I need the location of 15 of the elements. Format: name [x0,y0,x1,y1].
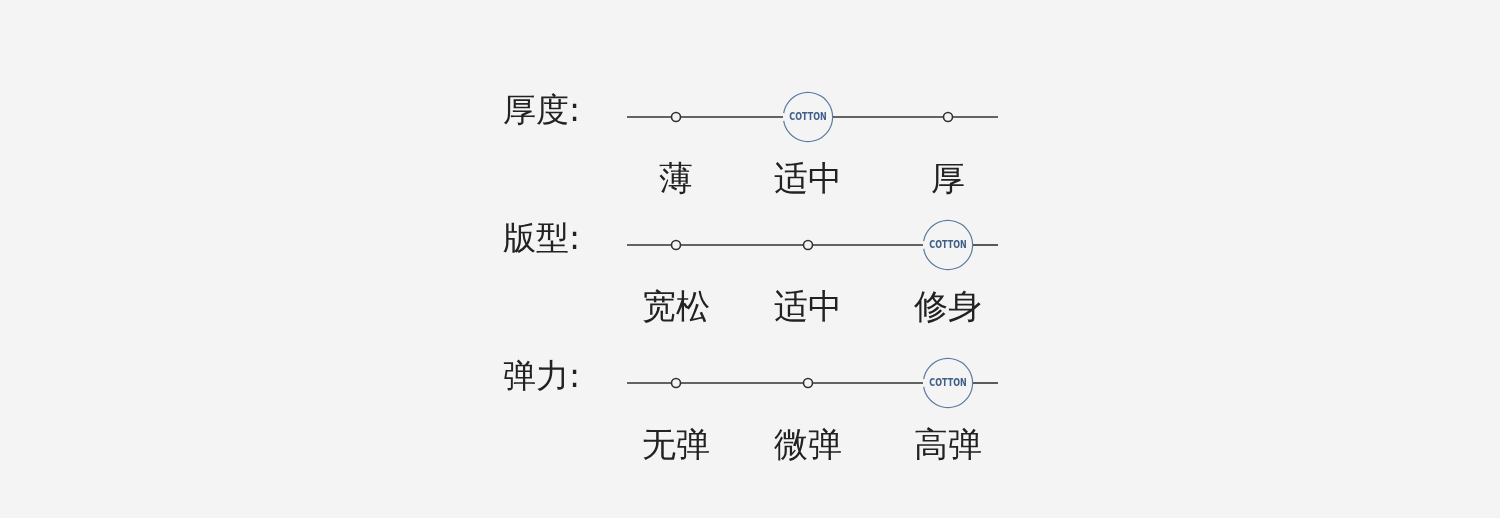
option-label: 宽松 [642,289,710,323]
option-label: 适中 [774,161,842,195]
option-label: 微弹 [774,427,842,461]
row-label: 版型: [503,221,581,254]
selected-marker-text: COTTON [929,378,967,388]
selected-marker-text: COTTON [789,112,827,122]
option-label: 修身 [914,289,982,323]
option-label: 薄 [659,161,693,195]
option-label: 厚 [931,161,965,195]
option-label: 高弹 [914,427,982,461]
option-label: 无弹 [642,427,710,461]
row-label: 厚度: [503,93,581,126]
option-label: 适中 [774,289,842,323]
selected-marker-text: COTTON [929,240,967,250]
row-label: 弹力: [503,359,581,392]
